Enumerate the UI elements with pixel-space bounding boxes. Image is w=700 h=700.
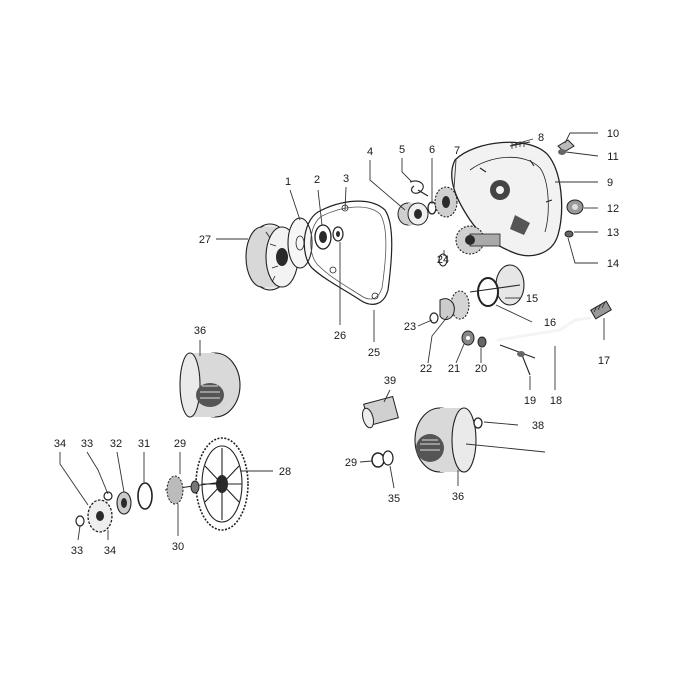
callout-19: 19 <box>524 395 536 407</box>
part-cover <box>451 141 563 257</box>
callout-7: 7 <box>454 145 460 157</box>
leader-lines <box>59 132 605 541</box>
part-nut-washer <box>461 330 487 348</box>
part-fitting <box>557 139 575 155</box>
part-sprocket <box>75 491 113 533</box>
callout-8: 8 <box>538 132 544 144</box>
callout-18: 18 <box>550 395 562 407</box>
part-kick-rubber <box>590 300 612 320</box>
part-roller <box>362 395 399 429</box>
callout-31: 31 <box>138 438 150 450</box>
callout-34-upper: 34 <box>54 438 66 450</box>
part-bolt <box>517 351 531 376</box>
part-kick-spring <box>450 264 525 320</box>
part-rings-lower <box>371 450 394 468</box>
part-small-ring <box>332 226 344 242</box>
part-small-nut <box>564 230 574 238</box>
callout-25: 25 <box>368 347 380 359</box>
callout-20: 20 <box>475 363 487 375</box>
part-shaft <box>164 475 223 505</box>
callout-1: 1 <box>285 176 291 188</box>
callout-26: 26 <box>334 330 346 342</box>
callout-33-upper: 33 <box>81 438 93 450</box>
callouts: 1 2 3 4 5 6 7 8 10 11 9 12 13 14 15 16 1… <box>54 128 619 557</box>
part-gasket <box>303 200 393 305</box>
callout-27: 27 <box>199 234 211 246</box>
part-kick-lever <box>496 316 592 359</box>
callout-13: 13 <box>607 227 619 239</box>
part-sector <box>429 298 455 324</box>
part-screw <box>509 141 531 149</box>
part-large-gear <box>195 437 249 531</box>
part-kick-gear <box>438 225 501 267</box>
callout-39: 39 <box>384 375 396 387</box>
callout-12: 12 <box>607 203 619 215</box>
part-gear <box>434 186 458 218</box>
callout-17: 17 <box>598 355 610 367</box>
part-plug <box>566 199 584 215</box>
part-clutch-bell-upper <box>179 352 241 418</box>
callout-32: 32 <box>110 438 122 450</box>
callout-14: 14 <box>607 258 619 270</box>
callout-30: 30 <box>172 541 184 553</box>
callout-35: 35 <box>388 493 400 505</box>
callout-33-lower: 33 <box>71 545 83 557</box>
callout-6: 6 <box>429 144 435 156</box>
callout-36-lower: 36 <box>452 491 464 503</box>
callout-5: 5 <box>399 144 405 156</box>
part-clutch-bell-lower <box>414 407 483 473</box>
callout-38: 38 <box>532 420 544 432</box>
callout-9: 9 <box>607 177 613 189</box>
callout-36-upper: 36 <box>194 325 206 337</box>
callout-29-lower: 29 <box>345 457 357 469</box>
callout-2: 2 <box>314 174 320 186</box>
callout-15: 15 <box>526 293 538 305</box>
part-bearing-small <box>116 491 132 515</box>
part-pinion <box>397 202 429 226</box>
callout-16: 16 <box>544 317 556 329</box>
callout-3: 3 <box>343 173 349 185</box>
part-spring-clip <box>409 180 429 197</box>
callout-4: 4 <box>367 146 373 158</box>
callout-29-upper: 29 <box>174 438 186 450</box>
part-bearing <box>314 224 332 250</box>
callout-23: 23 <box>404 321 416 333</box>
callout-24: 24 <box>437 254 449 266</box>
callout-34-lower: 34 <box>104 545 116 557</box>
callout-21: 21 <box>448 363 460 375</box>
callout-11: 11 <box>607 151 618 163</box>
callout-22: 22 <box>420 363 432 375</box>
callout-28: 28 <box>279 466 291 478</box>
part-circlip <box>137 482 153 510</box>
callout-10: 10 <box>607 128 619 140</box>
part-plate <box>287 217 313 269</box>
